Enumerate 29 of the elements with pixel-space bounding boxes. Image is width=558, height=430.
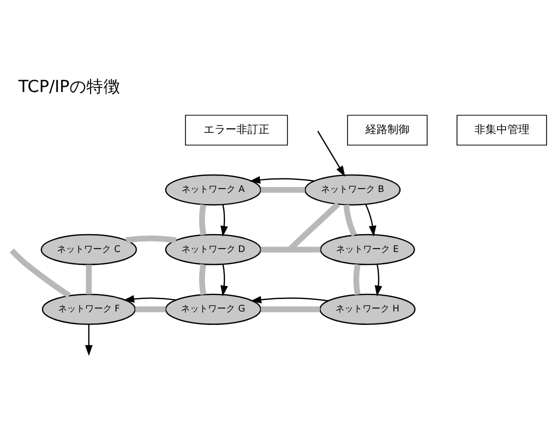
arrow bbox=[365, 204, 376, 237]
arrow bbox=[220, 204, 228, 237]
connector bbox=[199, 204, 206, 236]
arrow bbox=[220, 264, 228, 296]
arrow bbox=[374, 264, 382, 296]
arrow bbox=[123, 295, 176, 303]
connector bbox=[260, 246, 320, 252]
diagram-title: TCP/IPの特徴 bbox=[18, 76, 121, 96]
connector bbox=[260, 186, 305, 193]
arrow bbox=[85, 324, 93, 356]
arrow bbox=[317, 130, 346, 177]
node-box: 非集中管理 bbox=[456, 114, 547, 146]
node-ellipse: ネットワーク H bbox=[319, 294, 416, 325]
arrow bbox=[249, 176, 314, 184]
connector bbox=[353, 264, 361, 296]
connector bbox=[135, 306, 166, 312]
node-ellipse: ネットワーク C bbox=[40, 234, 137, 266]
node-box: 経路制御 bbox=[347, 114, 428, 146]
connector bbox=[199, 264, 206, 296]
connector bbox=[344, 204, 357, 236]
connector bbox=[86, 264, 92, 294]
connector bbox=[10, 248, 71, 298]
connector bbox=[260, 306, 320, 312]
node-ellipse: ネットワーク E bbox=[320, 234, 415, 266]
node-ellipse: ネットワーク D bbox=[165, 234, 262, 266]
node-box: エラー非訂正 bbox=[185, 114, 288, 146]
connector bbox=[126, 236, 176, 244]
arrow bbox=[250, 296, 328, 304]
node-ellipse: ネットワーク B bbox=[304, 174, 401, 206]
